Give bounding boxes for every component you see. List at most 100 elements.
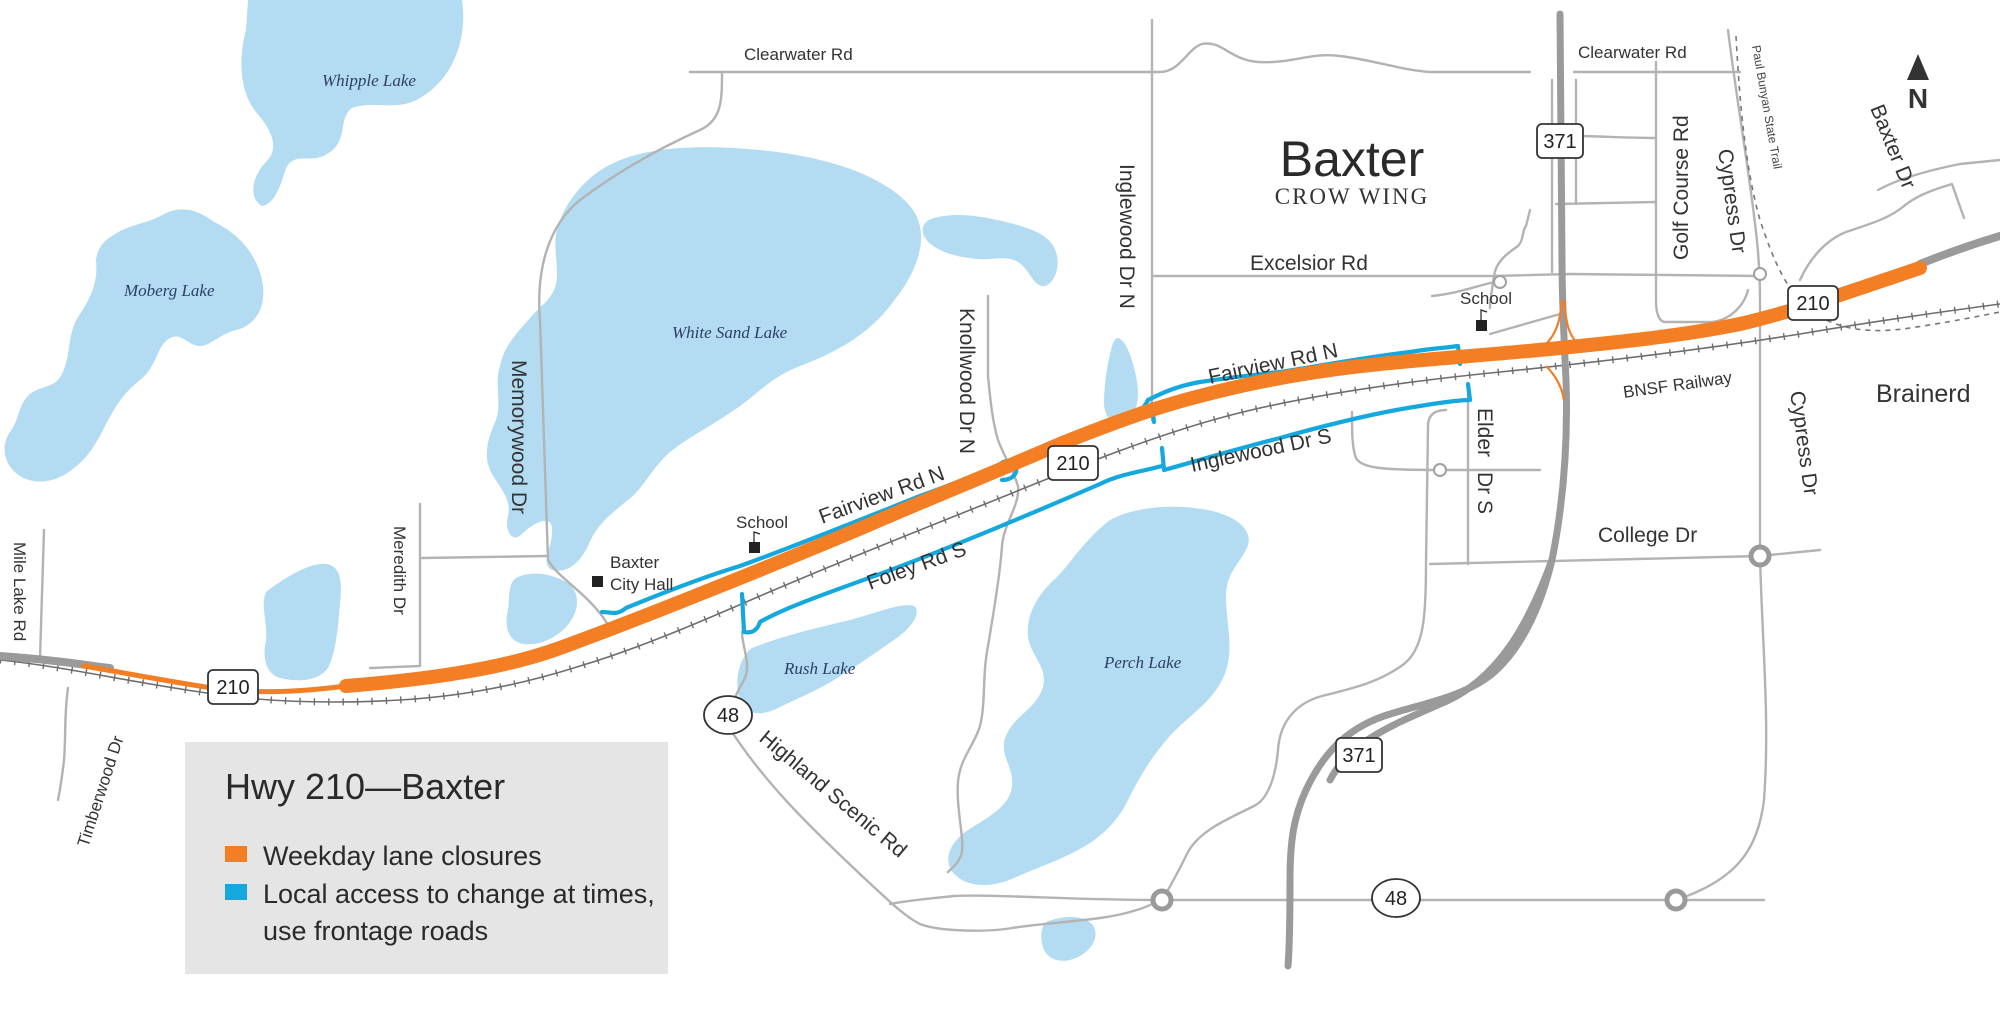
school-e-road xyxy=(1488,312,1562,336)
lakes xyxy=(4,0,1249,961)
roundabout-cypress-excelsior xyxy=(1753,267,1767,281)
school-e-spur xyxy=(1492,208,1532,278)
city-hall-marker xyxy=(592,576,603,587)
meredith-dr-line xyxy=(368,502,422,670)
small-lake-inglewood xyxy=(1104,338,1138,424)
white-sand-lake-shape xyxy=(486,147,922,571)
elder-dr-label-2: Dr S xyxy=(1473,472,1496,514)
hwy-210-shield-east: 210 xyxy=(1787,285,1839,321)
rush-lake-shape xyxy=(737,605,917,714)
cypress-dr-south xyxy=(1674,554,1768,902)
rush-lake-label: Rush Lake xyxy=(783,659,856,678)
moberg-lake-shape xyxy=(4,209,264,482)
hwy-210-shield-west-text: 210 xyxy=(216,677,249,699)
roundabout-48-east xyxy=(1664,888,1688,912)
small-lake-ne-white-sand xyxy=(922,215,1058,287)
local-roads xyxy=(38,18,2000,932)
inglewood-dr-n-label: Inglewood Dr N xyxy=(1115,164,1138,309)
mile-lake-rd-label: Mile Lake Rd xyxy=(10,542,29,641)
inglewood-dr-s-ext xyxy=(1350,410,1542,472)
cypress-dr-line xyxy=(1726,28,1762,558)
clearwater-rd-west-label: Clearwater Rd xyxy=(744,45,853,64)
timberwood-dr-label: Timberwood Dr xyxy=(74,733,128,849)
north-arrow-label: N xyxy=(1908,83,1928,114)
baxter-dr-line xyxy=(1798,182,1966,282)
cypress-dr-north-label: Cypress Dr xyxy=(1713,147,1750,254)
hwy-210-shield-center: 210 xyxy=(1047,445,1099,481)
knollwood-dr-n-label: Knollwood Dr N xyxy=(955,308,978,454)
city-hall-label-2: City Hall xyxy=(610,575,673,594)
elder-dr-label-1: Elder xyxy=(1473,408,1496,457)
east-spur-brainerd xyxy=(1430,280,1496,298)
legend-title: Hwy 210—Baxter xyxy=(225,766,506,807)
hwy-371-shield-south-text: 371 xyxy=(1342,745,1375,767)
paul-bunyan-trail-label: Paul Bunyan State Trail xyxy=(1749,44,1785,170)
roundabouts xyxy=(1150,544,1772,912)
hwy-371-ramps xyxy=(1545,299,1579,401)
timberwood-dr-line xyxy=(56,686,70,802)
small-lake-meredith xyxy=(263,563,341,681)
highland-scenic-rd-line xyxy=(730,730,1162,932)
hwy-210-shield-center-text: 210 xyxy=(1056,453,1089,475)
legend-item-closures: Weekday lane closures xyxy=(225,838,663,875)
school-e-label: School xyxy=(1460,289,1512,308)
hwy-371-shield-north-text: 371 xyxy=(1543,131,1576,153)
inglewood-dr-s-label: Inglewood Dr S xyxy=(1188,425,1333,477)
hwy-48-shield-south: 48 xyxy=(1371,878,1421,918)
highland-scenic-rd-label: Highland Scenic Rd xyxy=(755,726,911,862)
roundabout-48-west xyxy=(1150,888,1174,912)
foley-rd-s-path xyxy=(739,463,1165,635)
south-connector-to-48 xyxy=(1160,408,1448,902)
white-sand-lake-label: White Sand Lake xyxy=(672,323,788,342)
meredith-connector xyxy=(420,554,550,560)
hwy-210-shield-west: 210 xyxy=(207,669,259,705)
clearwater-rd-west xyxy=(688,42,1532,74)
city-hall-label-1: Baxter xyxy=(610,553,659,572)
baxter-dr-east xyxy=(1876,158,2000,192)
roundabout-excelsior xyxy=(1488,274,1496,310)
legend-item-label: Weekday lane closures xyxy=(263,841,542,871)
small-roundabouts xyxy=(1433,267,1767,477)
hwy-48-shield-west-text: 48 xyxy=(717,705,739,727)
knollwood-dr-n-line xyxy=(946,294,1020,874)
baxter-dr-label: Baxter Dr xyxy=(1865,101,1920,192)
college-dr-label: College Dr xyxy=(1598,524,1697,547)
neighbor-city-label: Brainerd xyxy=(1876,380,1971,408)
small-lake-west-city-hall xyxy=(506,573,578,645)
golf-course-rd-label: Golf Course Rd xyxy=(1670,115,1693,260)
hwy-210-shield-east-text: 210 xyxy=(1796,293,1829,315)
excelsior-rd-label: Excelsior Rd xyxy=(1250,252,1368,275)
legend-swatch-blue xyxy=(225,884,247,900)
memorywood-dr-label: Memorywood Dr xyxy=(507,360,530,514)
north-arrow-icon xyxy=(1907,54,1929,80)
curve-to-memorywood xyxy=(538,70,724,562)
school-w-flag xyxy=(753,531,761,542)
county-name-label: CROW WING xyxy=(1275,184,1430,209)
whipple-lake-shape xyxy=(241,0,464,206)
north-local-roads xyxy=(1550,78,1658,274)
excelsior-rd-line xyxy=(1150,272,1762,278)
meredith-dr-label: Meredith Dr xyxy=(390,526,409,615)
whipple-lake-label: Whipple Lake xyxy=(322,71,416,90)
legend-item-label: Local access to change at times, use fro… xyxy=(263,879,655,946)
school-w-marker xyxy=(749,542,760,553)
school-w-label: School xyxy=(736,513,788,532)
golf-course-rd-line xyxy=(1654,60,1750,324)
city-name-label: Baxter xyxy=(1280,131,1425,187)
mile-lake-rd-line xyxy=(38,528,46,660)
school-e-flag xyxy=(1480,309,1488,320)
moberg-lake-label: Moberg Lake xyxy=(123,281,215,300)
bnsf-railway xyxy=(0,300,2000,706)
hwy-48-shield-south-text: 48 xyxy=(1385,888,1407,910)
bnsf-railway-label: BNSF Railway xyxy=(1622,368,1734,402)
closure-segment-main xyxy=(339,261,1927,693)
roundabout-college-cypress xyxy=(1748,544,1772,568)
roundabout-elder-small xyxy=(1433,463,1447,477)
map-legend: Hwy 210—Baxter Weekday lane closures Loc… xyxy=(185,742,668,974)
perch-lake-label: Perch Lake xyxy=(1103,653,1182,672)
perch-lake-shape xyxy=(948,506,1249,886)
hwy-371-shield-north: 371 xyxy=(1536,123,1584,159)
legend-swatch-orange xyxy=(225,846,247,862)
hwy-48-shield-west: 48 xyxy=(703,695,753,735)
